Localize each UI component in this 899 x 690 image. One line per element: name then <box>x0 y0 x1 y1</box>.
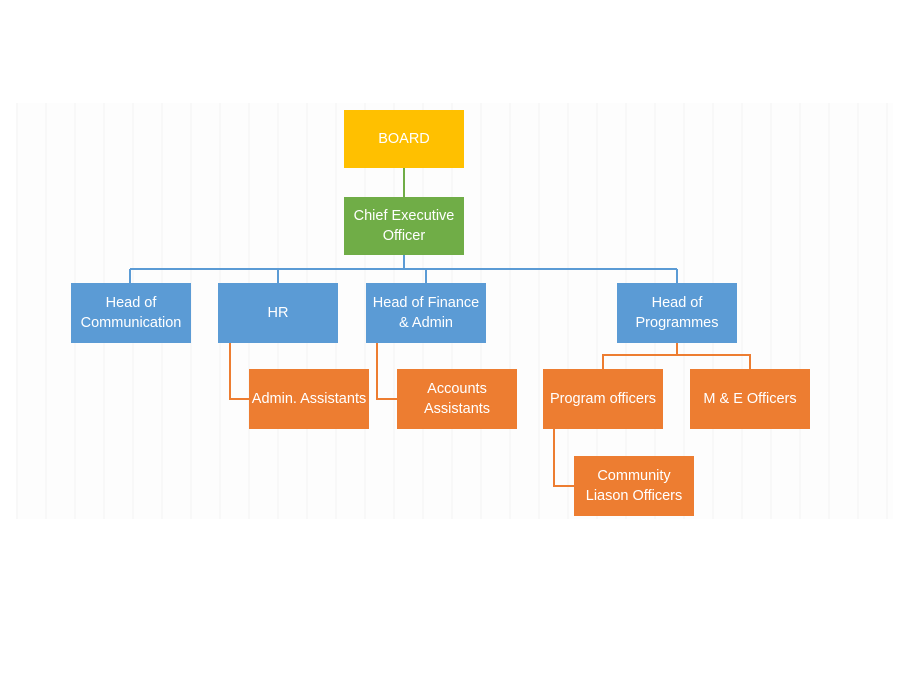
program-officers-box: Program officers <box>543 369 663 429</box>
board-box: BOARD <box>344 110 464 168</box>
head-of-finance-box: Head of Finance & Admin <box>366 283 486 343</box>
community-liason-officers-box: Community Liason Officers <box>574 456 694 516</box>
head-of-finance-label: Head of Finance & Admin <box>372 295 480 331</box>
admin-assistants-box: Admin. Assistants <box>249 369 369 429</box>
hr-box: HR <box>218 283 338 343</box>
community-liason-officers-label: Community Liason Officers <box>585 468 683 504</box>
me-officers-box: M & E Officers <box>690 369 810 429</box>
ceo-label: Chief Executive Officer <box>353 208 455 244</box>
connector-hr-admin-assistants <box>229 343 249 400</box>
me-officers-label: M & E Officers <box>703 391 797 407</box>
head-of-programmes-label: Head of Programmes <box>635 295 719 331</box>
head-of-communication-label: Head of Communication <box>80 295 182 331</box>
accounts-assistants-box: Accounts Assistants <box>397 369 517 429</box>
connector-finance-accounts <box>376 343 397 400</box>
ceo-box: Chief Executive Officer <box>344 197 464 255</box>
accounts-assistants-label: Accounts Assistants <box>423 381 491 417</box>
hr-label: HR <box>267 305 289 321</box>
head-of-communication-box: Head of Communication <box>71 283 191 343</box>
connector-officers-community <box>553 429 574 487</box>
program-officers-label: Program officers <box>549 391 657 407</box>
head-of-programmes-box: Head of Programmes <box>617 283 737 343</box>
connector-programmes-officers <box>602 354 751 369</box>
admin-assistants-label: Admin. Assistants <box>251 391 367 407</box>
board-label: BOARD <box>378 131 430 147</box>
